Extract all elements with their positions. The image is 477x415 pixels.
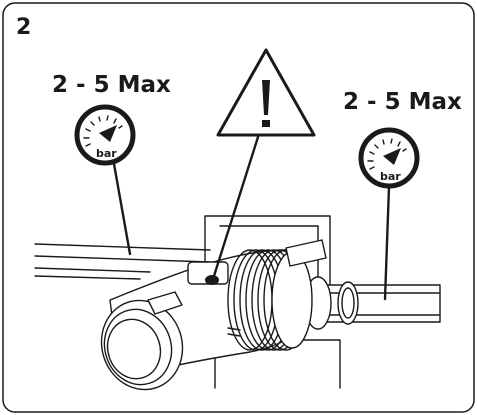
inlet-pipe [34, 243, 211, 280]
right-pressure-label: 2 - 5 Max [343, 89, 462, 115]
left-pressure-label: 2 - 5 Max [52, 72, 171, 98]
left-gauge-leader-line [112, 162, 132, 256]
step-number: 2 [16, 15, 31, 40]
pressure-gauge-icon: bar [358, 127, 420, 189]
pressure-gauge-icon: bar [74, 104, 136, 166]
warning-triangle-icon [216, 48, 316, 137]
valve-knob [100, 299, 184, 391]
right-gauge-unit: bar [380, 170, 401, 183]
valve-illustration [34, 215, 441, 391]
warning-leader-line [212, 135, 260, 278]
bleed-screw [205, 275, 219, 285]
right-gauge-leader-line [383, 185, 391, 301]
left-gauge-unit: bar [96, 147, 117, 160]
